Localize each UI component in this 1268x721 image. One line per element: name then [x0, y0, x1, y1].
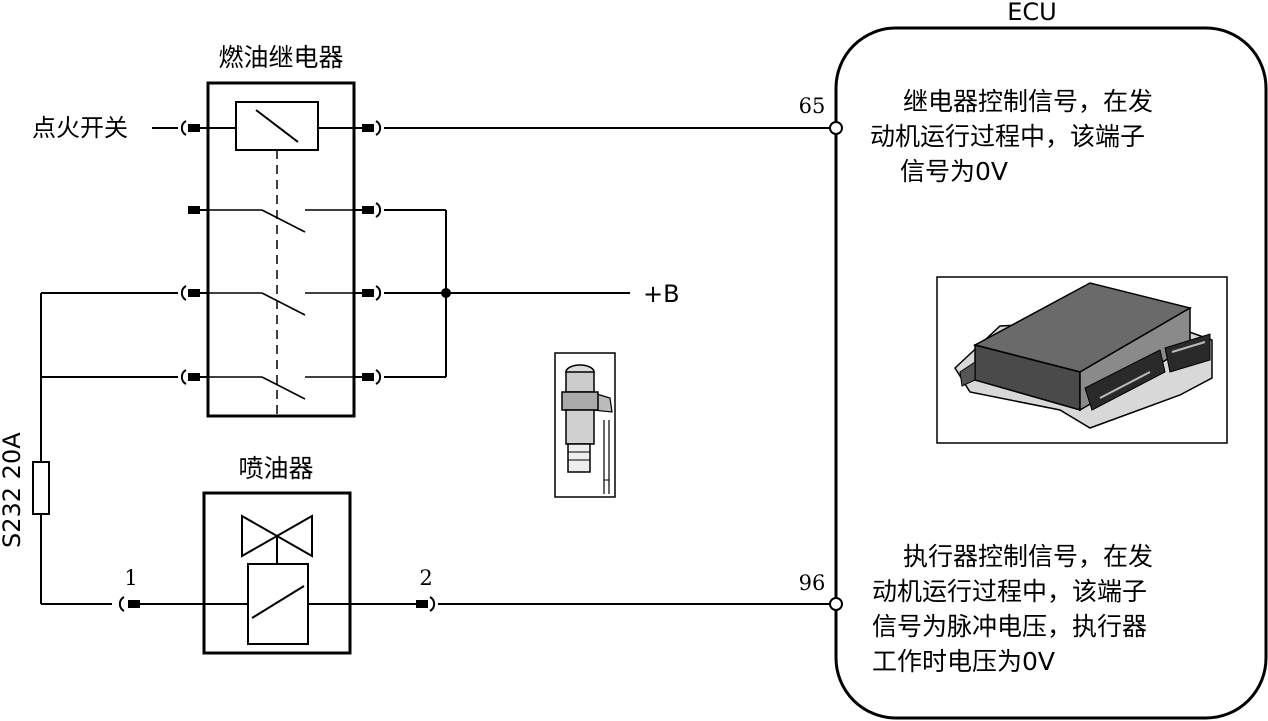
injector-pin-2-label: 2 [419, 566, 432, 590]
ecu-pin-65 [829, 121, 843, 135]
ecu-title: ECU [1007, 0, 1057, 26]
ecu-note-injector: 执行器控制信号，在发 动机运行过程中，该端子 信号为脉冲电压，执行器 工作时电压… [872, 542, 1153, 676]
ecu-note-injector-line: 工作时电压为0V [872, 647, 1055, 676]
junction-dot [441, 288, 451, 298]
ecu-note-injector-line: 动机运行过程中，该端子 [872, 577, 1147, 606]
injector-title: 喷油器 [238, 454, 313, 483]
ecu-module-image [936, 276, 1228, 444]
connector-socket [375, 120, 382, 136]
connector-socket [375, 369, 382, 385]
connector-socket [375, 285, 382, 301]
relay-switch [208, 292, 354, 316]
injector-terminal [128, 600, 140, 608]
relay-switch [208, 376, 354, 400]
ecu-note-injector-line: 执行器控制信号，在发 [903, 542, 1153, 571]
relay-switch [208, 209, 354, 233]
injector-image [554, 352, 616, 498]
relay-terminal [362, 124, 374, 132]
injector-pin-1-label: 1 [124, 566, 137, 590]
ecu-pin-96 [829, 597, 843, 611]
connector-socket [180, 120, 187, 136]
ecu-note-relay-line: 动机运行过程中，该端子 [870, 122, 1145, 151]
relay-terminal [188, 124, 200, 132]
connector-socket [429, 596, 436, 612]
ecu-note-injector-line: 信号为脉冲电压，执行器 [872, 612, 1147, 641]
relay-title: 燃油继电器 [218, 43, 343, 72]
fuse-label: S232 20A [0, 432, 26, 548]
relay-terminal [188, 289, 200, 297]
fuse [32, 461, 50, 515]
connector-socket [118, 596, 125, 612]
connector-socket [375, 202, 382, 218]
relay-terminal [362, 289, 374, 297]
battery-label: +B [643, 280, 680, 308]
injector-terminal [416, 600, 428, 608]
relay-terminal [188, 373, 200, 381]
ecu-note-relay: 继电器控制信号，在发 动机运行过程中，该端子 信号为0V [870, 87, 1153, 186]
ecu-pin-65-label: 65 [799, 94, 826, 118]
connector-socket [180, 285, 187, 301]
injector-solenoid [247, 563, 309, 645]
ecu-note-relay-line: 信号为0V [900, 157, 1008, 186]
relay-terminal [362, 373, 374, 381]
ecu-pin-96-label: 96 [799, 571, 826, 595]
relay-terminal [362, 206, 374, 214]
relay-coil-slash [255, 109, 299, 143]
ecu-enclosure [834, 26, 1268, 720]
ecu-note-relay-line: 继电器控制信号，在发 [903, 87, 1153, 116]
relay-terminal [188, 206, 200, 214]
ignition-switch-label: 点火开关 [32, 114, 128, 142]
connector-socket [180, 369, 187, 385]
